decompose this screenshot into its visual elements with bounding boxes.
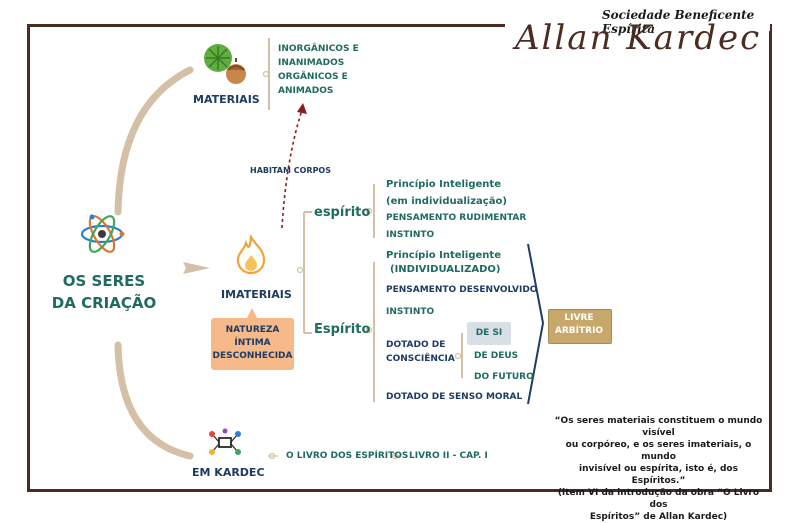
natureza-line1: NATUREZA [225,325,280,335]
quote-line2: ou corpóreo, e os seres imateriais, o mu… [565,440,752,462]
consciencia-line2: CONSCIÊNCIA [386,354,455,364]
atom-icon [78,210,126,258]
root-title: OS SERES DA CRIAÇÃO [44,270,164,314]
root-title-line1: OS SERES [62,272,146,290]
kardec-ref2: LIVRO II - CAP. I [409,451,488,461]
quote-line1: “Os seres materiais constituem o mundo v… [554,416,763,438]
espirito-upper-item-1: Princípio Inteligente [386,250,501,261]
do-futuro-text: DO FUTURO [474,372,534,382]
arc-materiais [114,66,194,216]
kardec-quote: “Os seres materiais constituem o mundo v… [551,415,766,523]
de-si-box [467,322,511,345]
imateriais-label: IMATERIAIS [221,288,292,301]
arrow-imateriais [183,262,210,274]
flame-icon [234,232,268,275]
de-deus-text: DE DEUS [474,351,519,361]
natureza-box [211,318,294,370]
materiais-item-2: INANIMADOS [278,58,345,68]
quote-line5: Espíritos” de Allan Kardec) [589,512,728,522]
natureza-line3: DESCONHECIDA [212,351,293,361]
diagram-frame [27,24,772,492]
espirito-upper-item-4: INSTINTO [386,307,435,317]
root-title-line2: DA CRIAÇÃO [51,294,157,312]
espirito-lower-item-1: Princípio Inteligente [386,179,501,190]
kardec-label: EM KARDEC [192,466,265,479]
arc-kardec [114,341,194,460]
leaf-nut-icon [198,40,252,88]
quote-line4: (item VI da introdução da obra “O Livro … [557,488,760,510]
espirito-lower-item-4: INSTINTO [386,230,435,240]
network-icon [208,428,242,458]
livre-bracket [527,243,545,405]
materiais-items: INORGÂNICOS E INANIMADOS ORGÂNICOS E ANI… [278,42,359,98]
natureza-text: NATUREZA ÍNTIMA DESCONHECIDA [211,324,294,363]
espirito-upper-label: Espírito [314,322,371,337]
senso-moral-text: DOTADO DE SENSO MORAL [386,392,523,402]
livre-arbitrio-text: LIVRE ARBÍTRIO [548,312,610,338]
livre-line2: ARBÍTRIO [554,326,604,336]
espirito-upper-item-3: PENSAMENTO DESENVOLVIDO [386,285,538,295]
espirito-lower-items: Princípio Inteligente (em individualizaç… [386,176,526,244]
materiais-label: MATERIAIS [193,93,260,106]
espirito-upper-item-2: (INDIVIDUALIZADO) [390,264,501,275]
materiais-item-3: ORGÂNICOS E [278,72,348,82]
consciencia-label: DOTADO DE CONSCIÊNCIA [386,338,455,366]
espirito-lower-item-2: (em individualização) [386,196,507,207]
kardec-ref1: O LIVRO DOS ESPÍRITOS [286,451,409,461]
quote-line3: invisível ou espírita, isto é, dos Espír… [579,464,738,486]
materiais-item-1: INORGÂNICOS E [278,44,359,54]
brand-line1: Sociedade Beneficente Espírita [602,8,755,36]
espirito-lower-label: espírito [314,205,371,220]
habitam-arrow [281,109,303,229]
de-si-text: DE SI [475,328,503,338]
consciencia-line1: DOTADO DE [386,340,446,350]
frame-gap [505,17,770,31]
habitam-label: HABITAM CORPOS [250,166,331,175]
natureza-pointer [247,308,257,318]
livre-arbitrio-box [548,309,612,344]
materiais-item-4: ANIMADOS [278,86,334,96]
espirito-lower-item-3: PENSAMENTO RUDIMENTAR [386,213,527,223]
brand-signature: Allan Kardec [515,18,762,58]
livre-line1: LIVRE [564,313,594,323]
natureza-line2: ÍNTIMA [234,338,271,348]
